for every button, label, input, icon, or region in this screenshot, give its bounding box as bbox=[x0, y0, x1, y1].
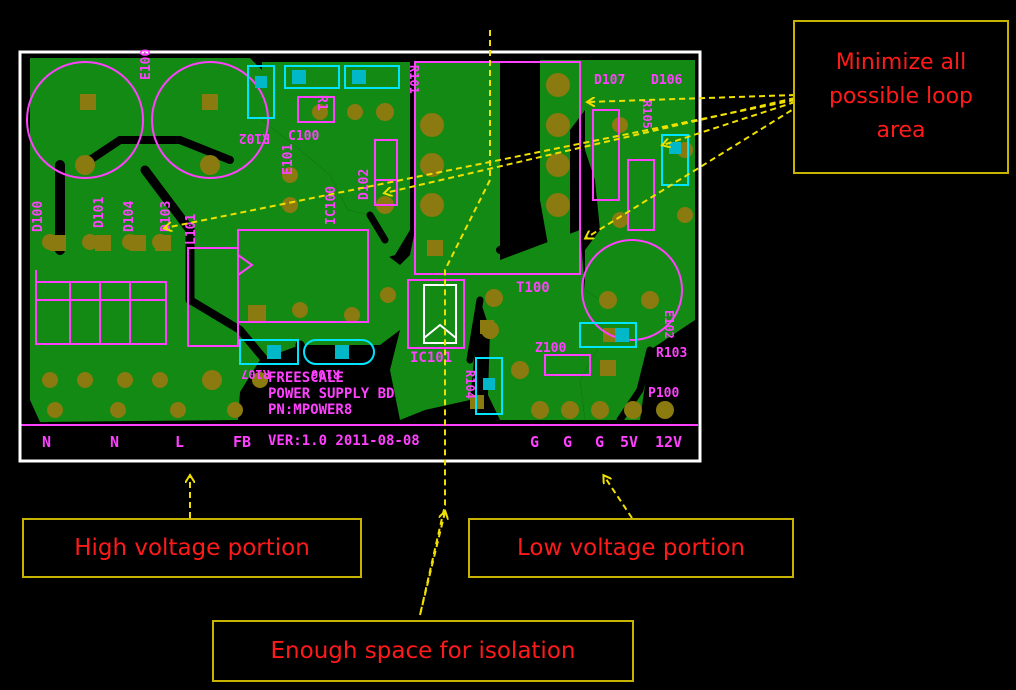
edge-label-12v: 12V bbox=[655, 433, 682, 451]
resistor-r104-outline bbox=[475, 357, 503, 415]
refdes-c100: C100 bbox=[288, 129, 319, 144]
isolation-label: Enough space for isolation bbox=[270, 638, 576, 664]
refdes-p100: P100 bbox=[648, 386, 679, 401]
refdes-r103: R103 bbox=[656, 346, 687, 361]
zener-z100-outline bbox=[544, 354, 591, 376]
cyan-outlines bbox=[239, 65, 689, 415]
resistor-r101-outline bbox=[344, 65, 400, 89]
loop-label-line-2: possible loop bbox=[828, 84, 974, 109]
refdes-labels: E100 E101 R102 C100 R101 R1 IC100 D102 D… bbox=[31, 49, 687, 401]
silk-line-4: VER:1.0 2011-08-08 bbox=[268, 433, 420, 449]
copper-pour-high-voltage bbox=[30, 58, 400, 422]
capacitor-e102-outline bbox=[581, 239, 683, 341]
edge-label-5v: 5V bbox=[620, 433, 638, 451]
refdes-r102: R102 bbox=[239, 130, 270, 145]
refdes-d102: D102 bbox=[357, 169, 372, 200]
refdes-r104: R104 bbox=[463, 370, 477, 399]
refdes-d101: D101 bbox=[92, 197, 107, 228]
isolation-callout: Enough space for isolation bbox=[212, 620, 634, 682]
refdes-l101: L101 bbox=[184, 214, 199, 245]
edge-label-l: L bbox=[175, 433, 184, 451]
edge-label-g3: G bbox=[595, 433, 604, 451]
board-outline bbox=[18, 50, 702, 463]
refdes-d104: D104 bbox=[122, 201, 137, 232]
refdes-ic101: IC101 bbox=[410, 350, 452, 366]
refdes-d107: D107 bbox=[594, 73, 625, 88]
resistor-r1-outline bbox=[284, 65, 340, 89]
edge-label-g2: G bbox=[563, 433, 572, 451]
resistor-r103-outline bbox=[579, 322, 637, 348]
edge-label-n1: N bbox=[42, 433, 51, 451]
high-voltage-label: High voltage portion bbox=[74, 535, 310, 561]
loop-arrow-5 bbox=[586, 104, 801, 238]
guide-lines bbox=[165, 30, 801, 616]
isolation-line bbox=[419, 30, 491, 616]
loop-area-callout: Minimize all possible loop area bbox=[793, 20, 1009, 174]
refdes-r1: R1 bbox=[314, 95, 329, 111]
inductor-l101-outline bbox=[187, 247, 239, 347]
loop-label-line-3: area bbox=[876, 118, 926, 143]
silk-line-3: PN:MPOWER8 bbox=[268, 402, 352, 418]
silk-line-1: FREESCALE bbox=[268, 370, 344, 386]
refdes-z100: Z100 bbox=[535, 341, 566, 356]
copper-pour-secondary-bottom bbox=[480, 230, 600, 420]
refdes-r106: R106 bbox=[311, 367, 340, 381]
refdes-e101: E101 bbox=[281, 144, 296, 175]
loop-arrow-2 bbox=[385, 97, 796, 193]
edge-label-n2: N bbox=[110, 433, 119, 451]
refdes-r107: R107 bbox=[241, 367, 270, 381]
refdes-d106: D106 bbox=[651, 73, 682, 88]
resistor-r105-outline bbox=[661, 134, 689, 186]
low-voltage-callout: Low voltage portion bbox=[468, 518, 794, 578]
refdes-ic100: IC100 bbox=[324, 186, 339, 225]
capacitor-e101-outline bbox=[151, 61, 269, 179]
silk-line-2: POWER SUPPLY BD bbox=[268, 386, 394, 402]
pads bbox=[42, 73, 693, 419]
isolation-arrow bbox=[419, 512, 445, 616]
resistor-r106-outline bbox=[303, 339, 375, 365]
resistor-r107-outline bbox=[239, 339, 299, 365]
edge-labels: N N L FB G G G 5V 12V bbox=[42, 433, 682, 451]
diode-d107-outline bbox=[592, 109, 620, 201]
capacitor-e100-outline bbox=[26, 61, 144, 179]
loop-arrow-4 bbox=[663, 101, 796, 145]
edge-label-fb: FB bbox=[233, 433, 251, 451]
refdes-d100: D100 bbox=[31, 201, 46, 232]
low-voltage-arrow bbox=[604, 476, 633, 519]
board-silk-text: FREESCALE POWER SUPPLY BD PN:MPOWER8 VER… bbox=[268, 370, 420, 449]
refdes-e102: E102 bbox=[662, 310, 676, 339]
refdes-t100: T100 bbox=[516, 280, 550, 296]
refdes-r105: R105 bbox=[640, 100, 654, 129]
low-voltage-label: Low voltage portion bbox=[516, 535, 746, 561]
loop-arrow-1 bbox=[588, 94, 796, 102]
high-voltage-callout: High voltage portion bbox=[22, 518, 362, 578]
diode-d102-outline bbox=[374, 139, 398, 206]
refdes-r101: R101 bbox=[407, 65, 421, 94]
refdes-e100: E100 bbox=[139, 49, 154, 80]
loop-label-line-1: Minimize all bbox=[835, 50, 967, 75]
edge-label-g1: G bbox=[530, 433, 539, 451]
ic101-optocoupler bbox=[407, 279, 465, 349]
transformer-t100-outline bbox=[414, 61, 581, 275]
resistor-r102-outline bbox=[247, 65, 275, 119]
silkscreen-outlines bbox=[20, 61, 698, 426]
cyan-pads bbox=[255, 70, 681, 390]
loop-arrow-3 bbox=[165, 99, 796, 228]
